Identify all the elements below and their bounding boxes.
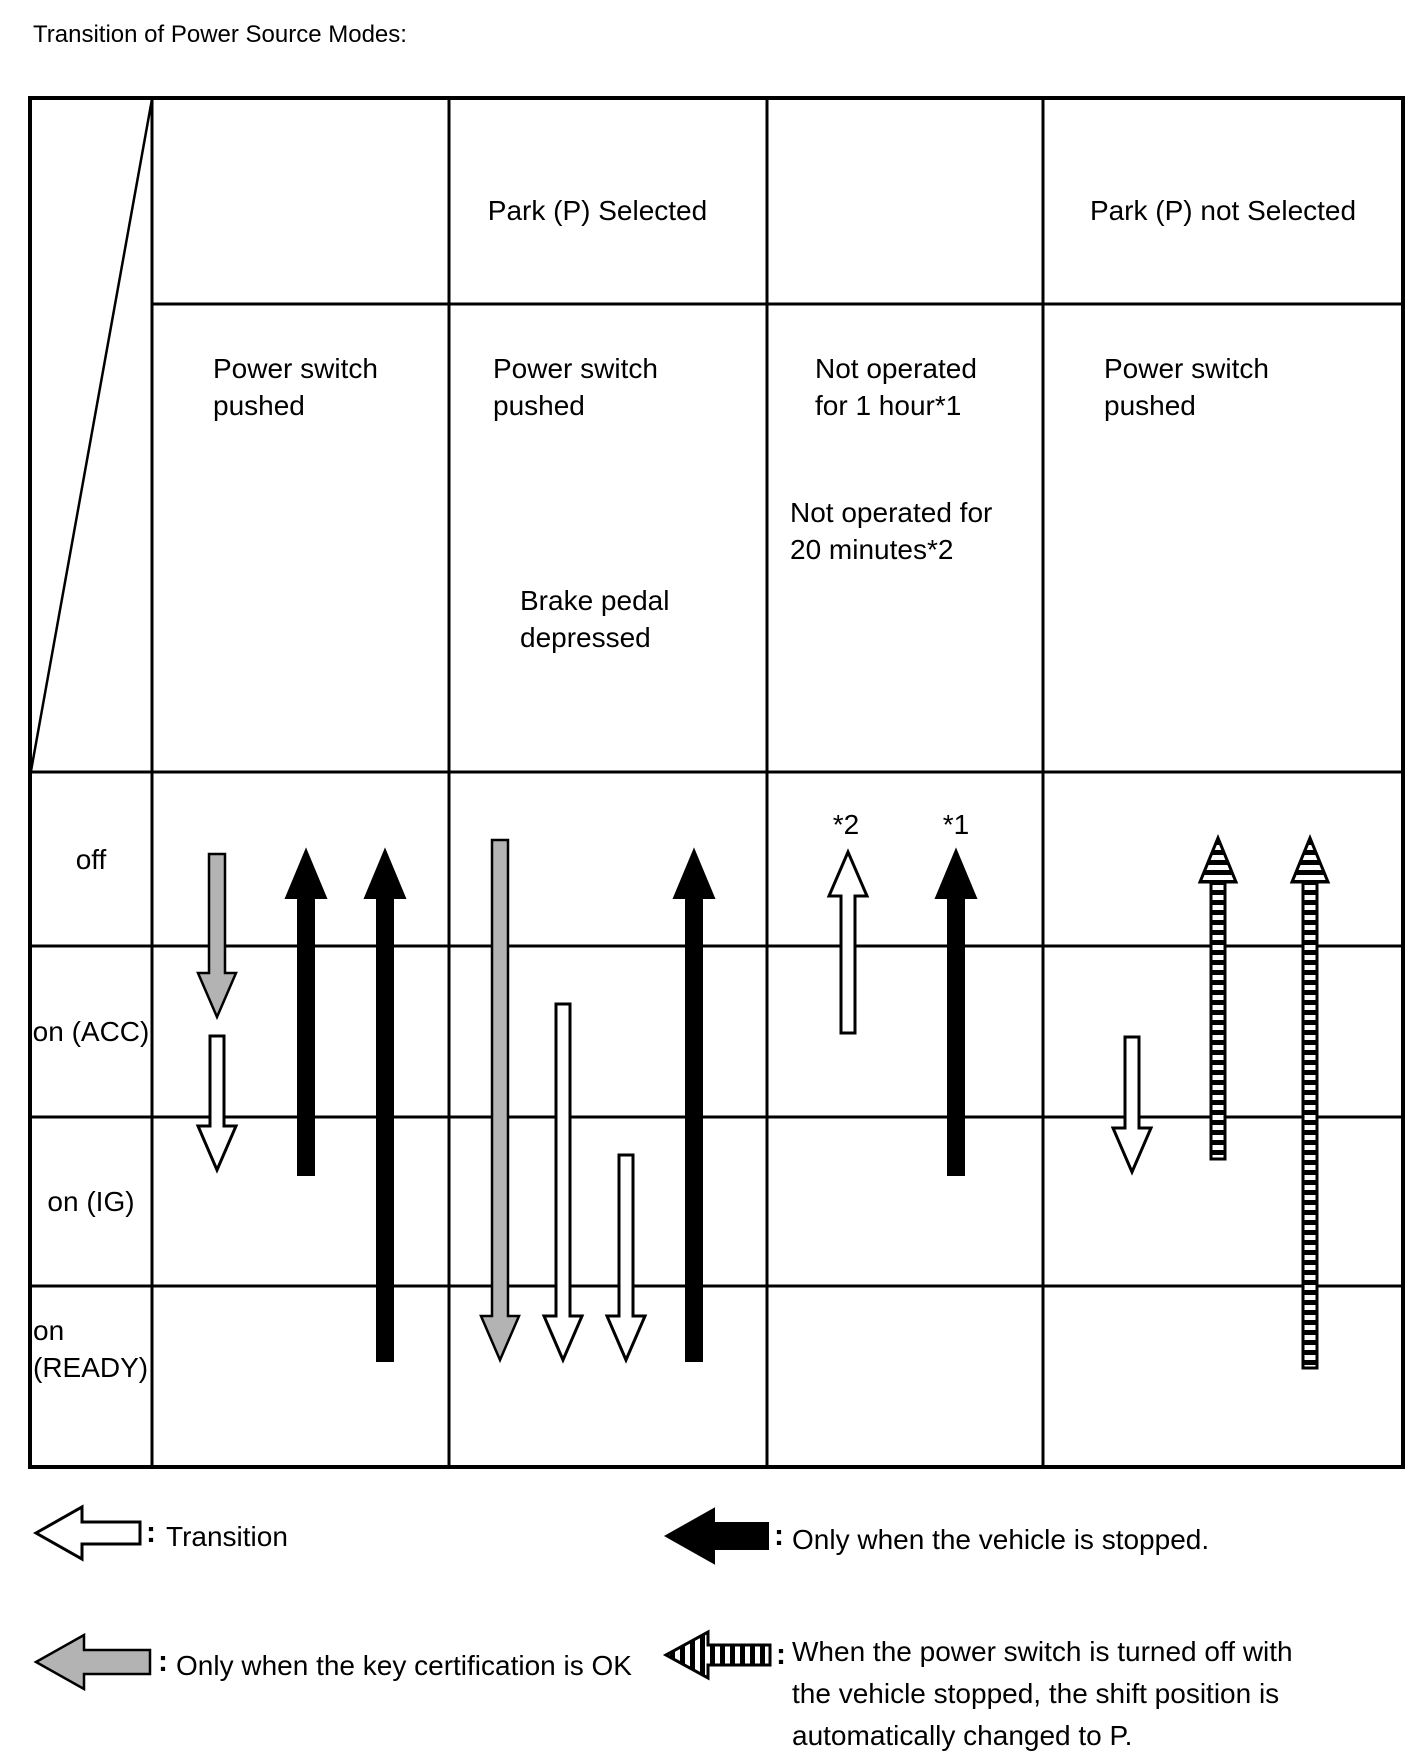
legend-transition-arrow-icon [32,1504,142,1562]
table-grid [28,96,1405,1469]
row-label-on-acc: on (ACC) [32,1016,150,1047]
timeout-1h-ig-to-off-arrow [934,847,978,1176]
diagonal-header-divider [29,98,154,772]
header-power-switch-pushed-col3: Power switch pushed [493,353,658,421]
page-title: Transition of Power Source Modes: [33,21,407,48]
row-label-on-ready: on (READY) [33,1315,149,1383]
header-not-operated-1-hour: Not operated for 1 hour*1 [815,353,977,421]
legend-colon-2: : [774,1519,784,1552]
p-off-to-acc-key-cert-arrow [196,852,238,1021]
p-ready-to-off-stopped-2-arrow [672,847,716,1362]
header-power-switch-pushed-col5: Power switch pushed [1104,353,1269,421]
header-brake-pedal-depressed: Brake pedal depressed [520,585,670,653]
legend-label-transition: Transition [166,1521,288,1552]
legend-auto-shift-p-arrow-icon [662,1629,772,1681]
p-ig-to-off-stopped-arrow [284,847,328,1176]
note-star1: *1 [942,809,970,840]
header-park-selected: Park (P) Selected [487,195,708,226]
notp-acc-to-ig-push-arrow [1110,1035,1154,1176]
legend-colon-1: : [146,1516,156,1549]
legend-label-key-certification: Only when the key certification is OK [176,1650,632,1681]
timeout-20min-acc-to-off-arrow [826,848,870,1035]
legend-vehicle-stopped-arrow-icon [663,1507,769,1565]
p-off-to-ready-brake-key-cert-arrow [479,838,521,1364]
legend-label-auto-shift-p: When the power switch is turned off with… [792,1636,1293,1751]
p-acc-to-ig-push-arrow [195,1034,239,1174]
legend-colon-3: : [158,1645,168,1678]
row-label-on-ig: on (IG) [47,1186,135,1217]
header-not-operated-20-minutes: Not operated for 20 minutes*2 [790,497,993,565]
legend-colon-4: : [776,1638,786,1671]
legend-key-certification-arrow-icon [33,1632,152,1692]
p-ready-to-off-stopped-arrow [363,847,407,1362]
row-label-off: off [75,843,107,875]
header-power-switch-pushed-col2: Power switch pushed [213,353,378,421]
p-ig-to-ready-brake-arrow [604,1153,648,1364]
notp-ready-to-off-auto-p-arrow [1289,834,1331,1370]
p-acc-to-ready-brake-arrow [541,1002,585,1364]
notp-ig-to-off-auto-p-arrow [1197,834,1239,1161]
header-park-not-selected: Park (P) not Selected [1089,195,1357,226]
note-star2: *2 [832,809,860,840]
legend-label-vehicle-stopped: Only when the vehicle is stopped. [792,1524,1210,1555]
